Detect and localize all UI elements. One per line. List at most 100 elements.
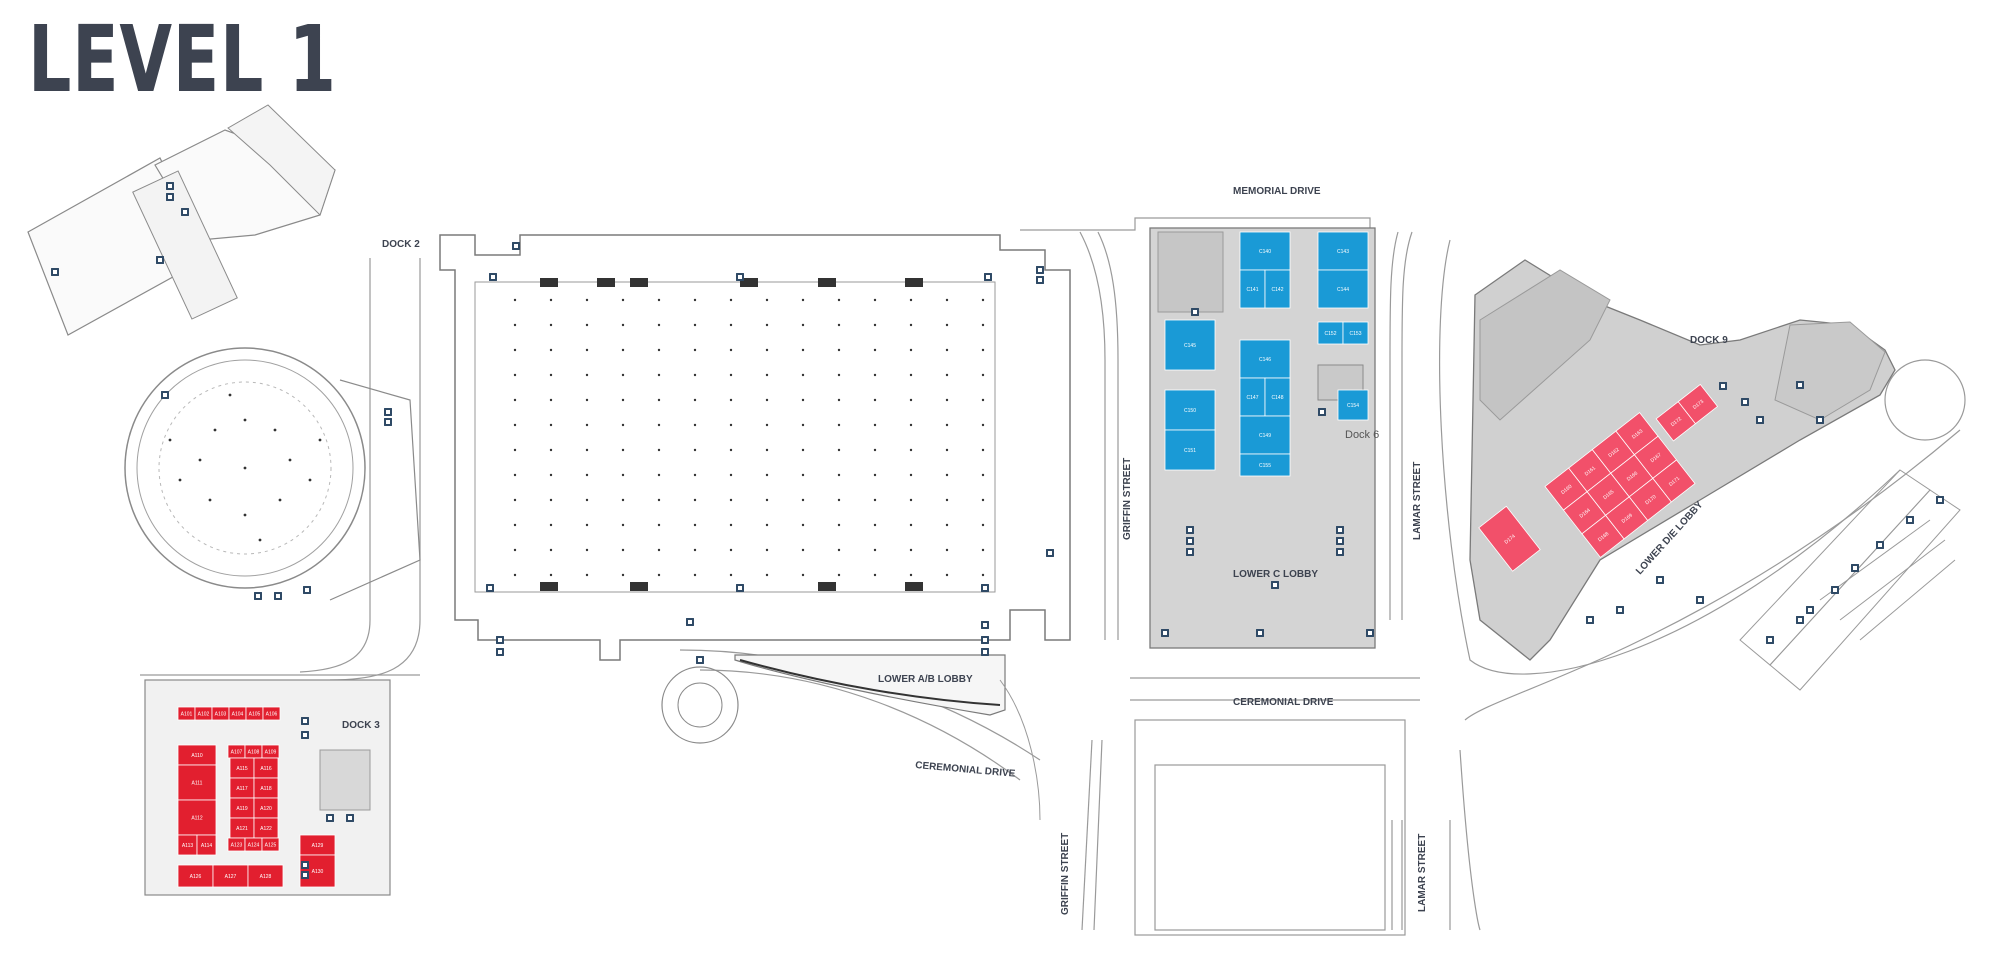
room-rect [1239, 231, 1291, 271]
lamar-street-road [1389, 231, 1399, 620]
room-label: A117 [236, 786, 248, 792]
label-ceremonial-drive-left: CEREMONIAL DRIVE [915, 760, 1016, 780]
room-label: A114 [201, 843, 213, 849]
room-A119[interactable]: A119 [229, 797, 255, 819]
elevator-icon [274, 592, 282, 600]
label-lamar-street-bottom: LAMAR STREET [1417, 834, 1428, 912]
elevator-icon [1616, 606, 1624, 614]
elevator-icon [1318, 408, 1326, 416]
lower-ab-lobby-area [734, 654, 1006, 716]
room-A104[interactable]: A104 [228, 706, 247, 721]
room-A123[interactable]: A123 [227, 837, 246, 852]
room-C141[interactable]: C141 [1239, 269, 1266, 309]
room-A112[interactable]: A112 [177, 799, 217, 836]
elevator-icon [301, 731, 309, 739]
room-A116[interactable]: A116 [253, 757, 279, 779]
room-C140[interactable]: C140 [1239, 231, 1291, 271]
room-C153[interactable]: C153 [1342, 321, 1369, 345]
elevator-icon [1271, 581, 1279, 589]
room-C143[interactable]: C143 [1317, 231, 1369, 271]
room-rect [1652, 459, 1696, 503]
room-C147[interactable]: C147 [1239, 377, 1266, 417]
room-A111[interactable]: A111 [177, 764, 217, 801]
elevator-icon [1876, 541, 1884, 549]
elevator-icon [736, 584, 744, 592]
elevator-icon [1186, 526, 1194, 534]
room-A128[interactable]: A128 [247, 864, 284, 888]
room-C155[interactable]: C155 [1239, 453, 1291, 477]
room-C152[interactable]: C152 [1317, 321, 1344, 345]
room-A127[interactable]: A127 [212, 864, 249, 888]
room-C145[interactable]: C145 [1164, 319, 1216, 371]
room-label: A127 [225, 874, 237, 880]
room-label: A109 [265, 750, 277, 756]
label-memorial-drive: MEMORIAL DRIVE [1233, 186, 1321, 197]
elevator-icon [384, 418, 392, 426]
room-A103[interactable]: A103 [211, 706, 230, 721]
elevator-icon [1796, 616, 1804, 624]
room-label: A123 [231, 843, 243, 849]
room-A117[interactable]: A117 [229, 777, 255, 799]
room-rect [1317, 269, 1369, 309]
elevator-icon [489, 273, 497, 281]
room-C142[interactable]: C142 [1264, 269, 1291, 309]
label-dock-6: Dock 6 [1345, 429, 1379, 441]
elevator-icon [1256, 629, 1264, 637]
elevator-icon [1766, 636, 1774, 644]
room-A124[interactable]: A124 [244, 837, 263, 852]
room-A105[interactable]: A105 [245, 706, 264, 721]
elevator-icon [981, 648, 989, 656]
room-A101[interactable]: A101 [177, 706, 196, 721]
room-label: C152 [1325, 331, 1337, 337]
room-rect [1677, 383, 1719, 425]
room-A113[interactable]: A113 [177, 834, 198, 856]
room-A108[interactable]: A108 [244, 744, 263, 759]
room-C144[interactable]: C144 [1317, 269, 1369, 309]
room-A102[interactable]: A102 [194, 706, 213, 721]
room-A115[interactable]: A115 [229, 757, 255, 779]
d-room-grid: D160D161D162D163D164D165D166D167D168D169… [1478, 383, 1719, 572]
room-label: A126 [190, 874, 202, 880]
room-C150[interactable]: C150 [1164, 389, 1216, 431]
room-A106[interactable]: A106 [262, 706, 281, 721]
building-ab-hall [439, 234, 1071, 821]
elevator-icon [1191, 308, 1199, 316]
ab-hall-outline [439, 234, 1071, 661]
room-D171[interactable]: D171 [1652, 459, 1696, 503]
room-D173[interactable]: D173 [1677, 383, 1719, 425]
elevator-icon [303, 586, 311, 594]
elevator-icon [301, 861, 309, 869]
room-D174[interactable]: D174 [1478, 505, 1541, 572]
room-A129[interactable]: A129 [299, 834, 336, 856]
room-label: C140 [1259, 249, 1271, 255]
elevator-icon [1336, 548, 1344, 556]
label-dock-3: DOCK 3 [342, 720, 380, 731]
room-label: A103 [215, 712, 227, 718]
room-C148[interactable]: C148 [1264, 377, 1291, 417]
elevator-icon [156, 256, 164, 264]
room-C146[interactable]: C146 [1239, 339, 1291, 379]
room-label: A118 [260, 786, 272, 792]
room-A126[interactable]: A126 [177, 864, 214, 888]
room-C151[interactable]: C151 [1164, 429, 1216, 471]
room-A118[interactable]: A118 [253, 777, 279, 799]
room-C149[interactable]: C149 [1239, 415, 1291, 455]
elevator-icon [326, 814, 334, 822]
room-C154[interactable]: C154 [1337, 389, 1369, 421]
room-label: C142 [1272, 287, 1284, 293]
room-A122[interactable]: A122 [253, 817, 279, 839]
room-A110[interactable]: A110 [177, 744, 217, 766]
room-rect [177, 764, 217, 801]
room-A114[interactable]: A114 [196, 834, 217, 856]
room-label: A108 [248, 750, 260, 756]
label-ceremonial-drive-center: CEREMONIAL DRIVE [1233, 697, 1334, 708]
room-A125[interactable]: A125 [261, 837, 280, 852]
label-griffin-street-top: GRIFFIN STREET [1122, 458, 1133, 540]
room-A109[interactable]: A109 [261, 744, 280, 759]
room-A120[interactable]: A120 [253, 797, 279, 819]
room-label: A102 [198, 712, 210, 718]
room-A121[interactable]: A121 [229, 817, 255, 839]
room-A107[interactable]: A107 [227, 744, 246, 759]
